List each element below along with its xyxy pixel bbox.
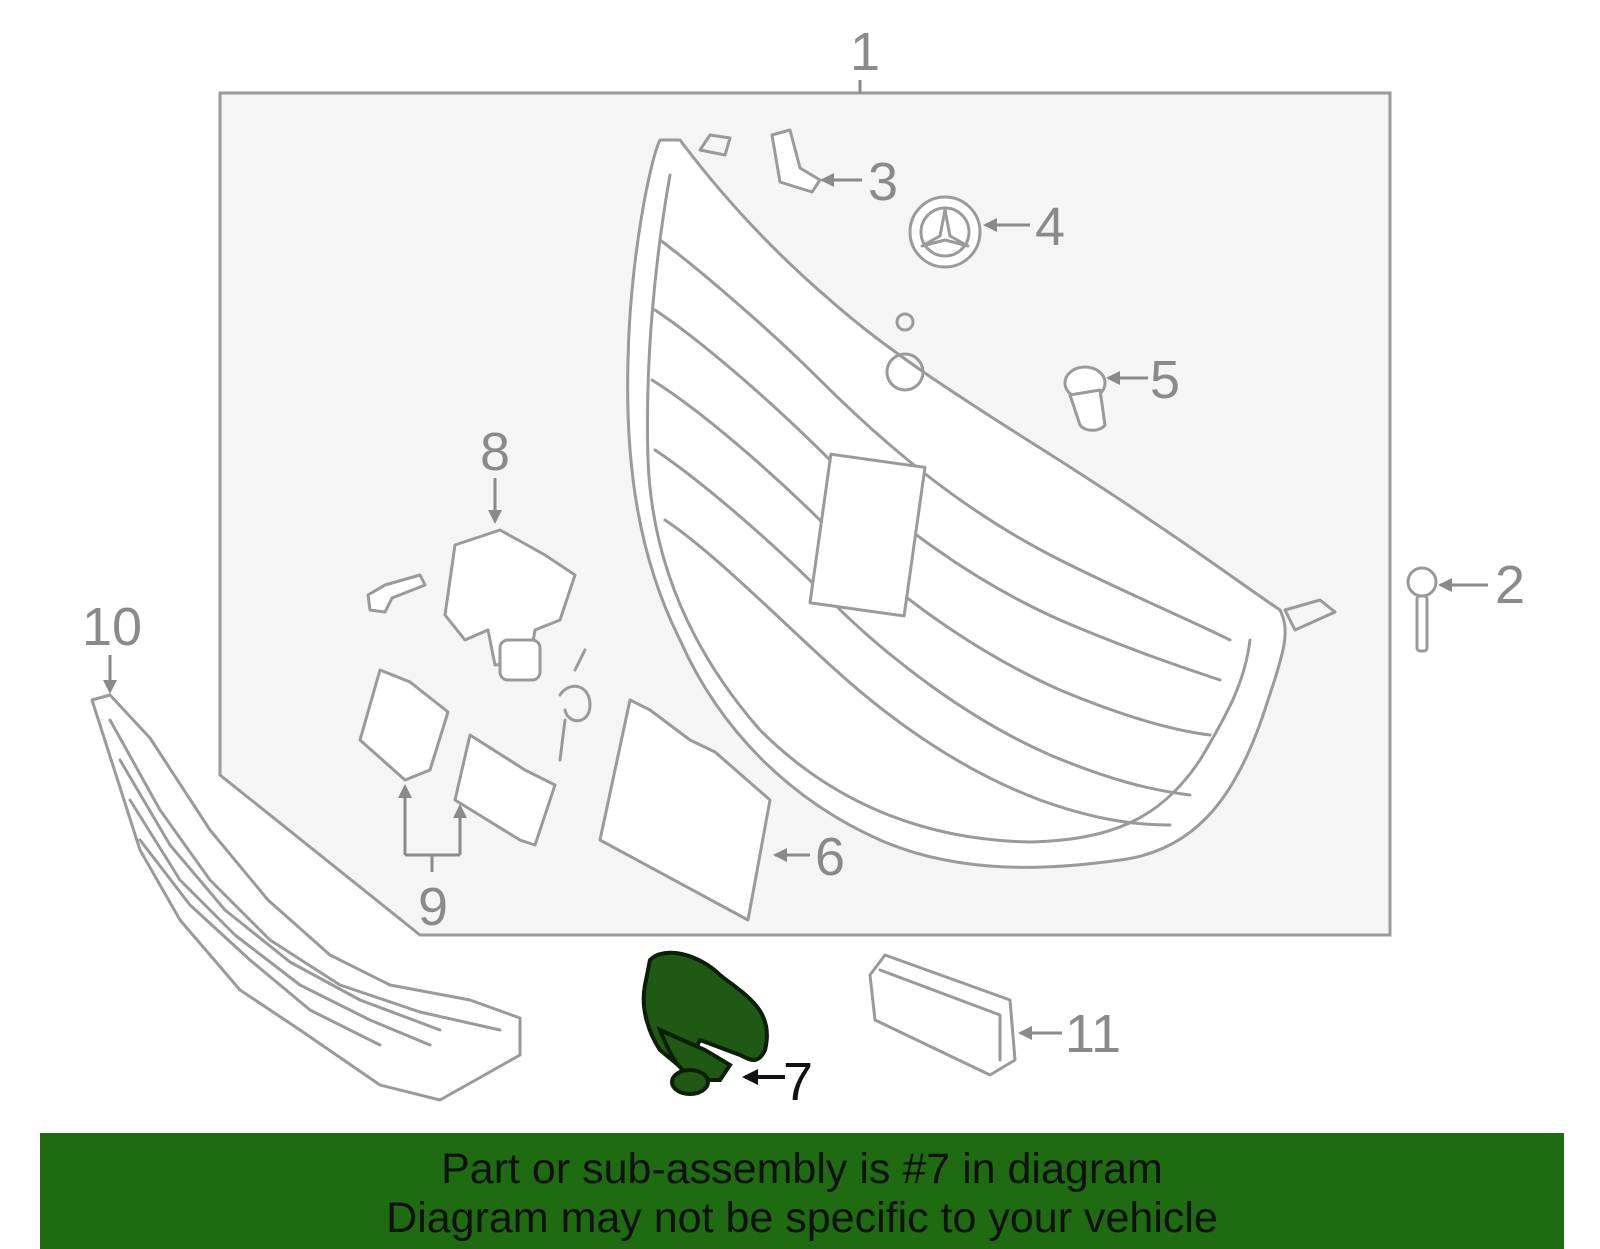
part-3-clip[interactable]: 3 bbox=[770, 128, 898, 212]
part-9-covers[interactable]: 9 bbox=[358, 668, 557, 937]
info-banner: Part or sub-assembly is #7 in diagram Di… bbox=[40, 1133, 1564, 1249]
part-8-bracket[interactable]: 8 bbox=[366, 422, 592, 762]
callout-2[interactable]: 2 bbox=[1495, 555, 1525, 615]
banner-line-2: Diagram may not be specific to your vehi… bbox=[386, 1194, 1218, 1242]
part-11-trim[interactable]: 11 bbox=[868, 953, 1121, 1077]
callout-9[interactable]: 9 bbox=[418, 877, 448, 937]
callout-3[interactable]: 3 bbox=[868, 152, 898, 212]
part-10-lower-grille[interactable]: 10 bbox=[82, 597, 522, 1102]
part-7-highlighted[interactable]: 7 bbox=[641, 950, 813, 1112]
callout-4[interactable]: 4 bbox=[1035, 197, 1065, 257]
part-2-screw[interactable]: 2 bbox=[1406, 555, 1525, 653]
part-4-emblem[interactable]: 4 bbox=[908, 195, 1065, 269]
part-5-grommet[interactable]: 5 bbox=[1063, 350, 1180, 432]
callout-1[interactable]: 1 bbox=[850, 22, 880, 82]
callout-10[interactable]: 10 bbox=[82, 597, 142, 657]
callout-11[interactable]: 11 bbox=[1065, 1004, 1121, 1064]
callout-7[interactable]: 7 bbox=[783, 1052, 813, 1112]
callout-8[interactable]: 8 bbox=[480, 422, 510, 482]
grille-assembly[interactable] bbox=[626, 133, 1337, 869]
banner-line-1: Part or sub-assembly is #7 in diagram bbox=[441, 1145, 1163, 1193]
callout-5[interactable]: 5 bbox=[1150, 350, 1180, 410]
callout-6[interactable]: 6 bbox=[815, 827, 845, 887]
part-6-cover[interactable]: 6 bbox=[598, 698, 845, 922]
